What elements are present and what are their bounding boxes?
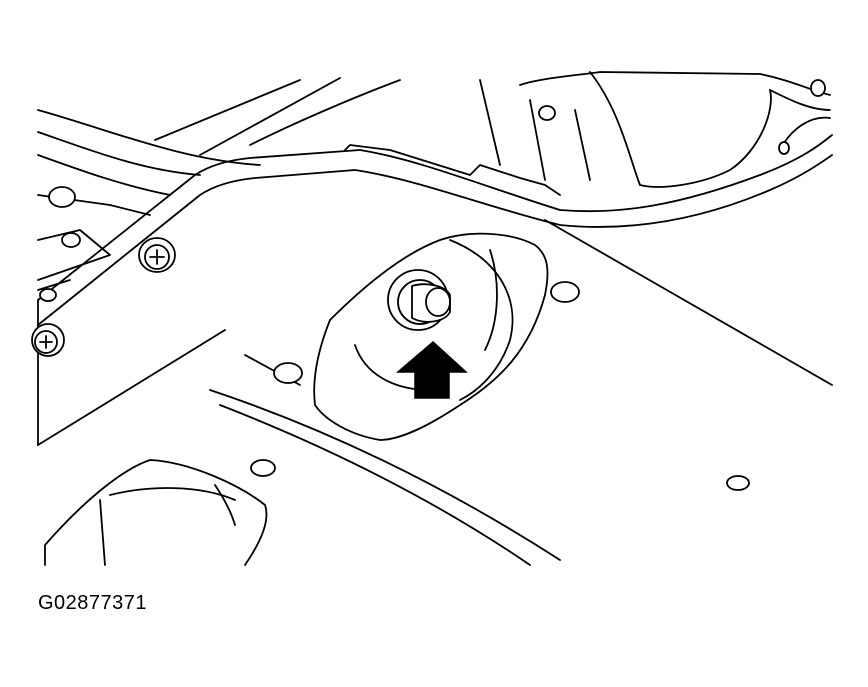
hole-4 bbox=[550, 281, 580, 303]
crossmember bbox=[37, 134, 833, 326]
hole-7 bbox=[726, 475, 750, 491]
bolt bbox=[387, 269, 451, 331]
bolt-pocket bbox=[313, 232, 549, 441]
hole-6 bbox=[250, 459, 276, 477]
screw-left bbox=[31, 323, 65, 357]
lower-left-cutout bbox=[44, 459, 268, 566]
screw-upper-left bbox=[138, 237, 176, 273]
callout-arrow-icon bbox=[395, 340, 468, 399]
hole-2 bbox=[61, 232, 81, 248]
hole-5 bbox=[273, 362, 303, 384]
upper-right-housing bbox=[479, 71, 831, 188]
floor-panel bbox=[37, 219, 833, 446]
hole-1 bbox=[48, 186, 76, 208]
hole-3 bbox=[39, 288, 57, 302]
fasteners bbox=[31, 186, 750, 491]
upper-left-frame-rails bbox=[37, 77, 401, 291]
figure-id-label: G02877371 bbox=[38, 592, 148, 614]
